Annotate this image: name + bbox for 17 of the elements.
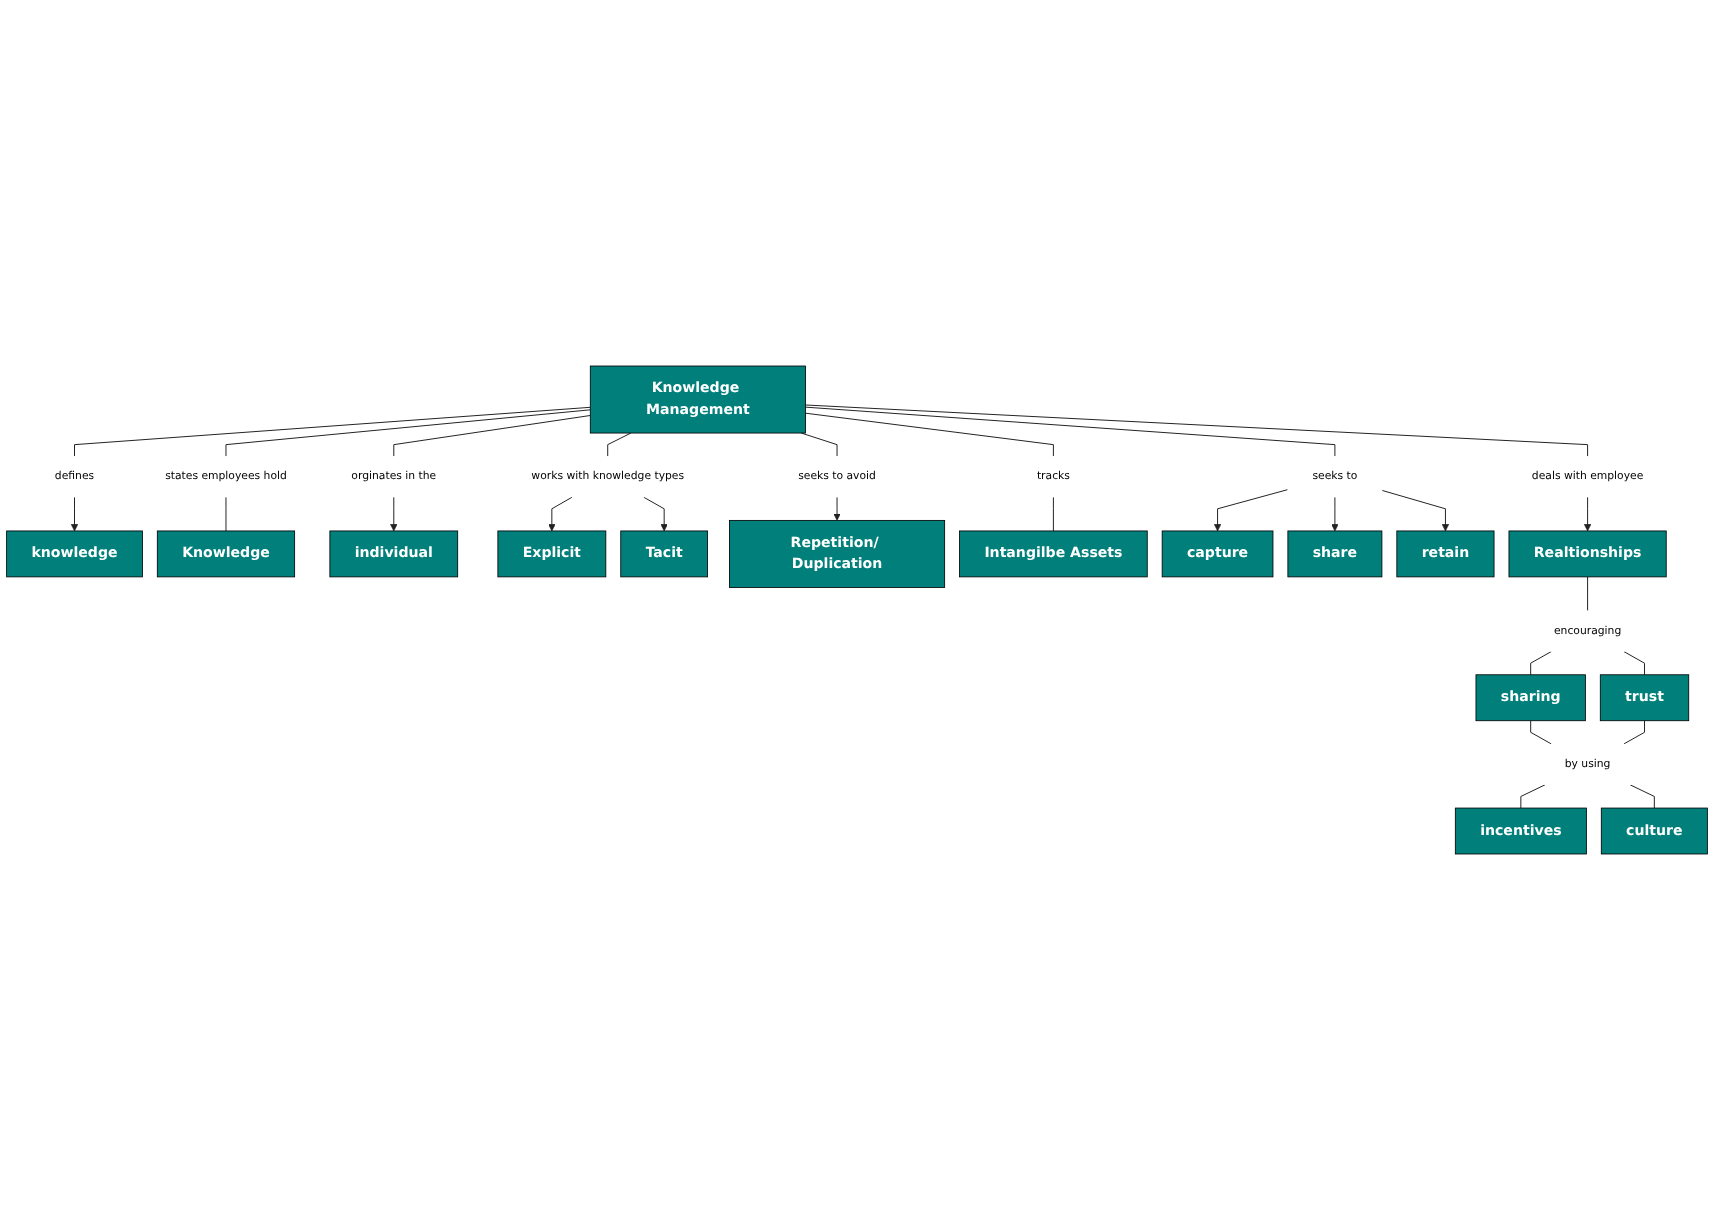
- connector: [1623, 720, 1645, 745]
- connector: [225, 409, 591, 457]
- connector: [1530, 651, 1552, 676]
- connector: [1530, 720, 1552, 745]
- connector: [1587, 576, 1589, 612]
- connector: [1629, 784, 1655, 809]
- connector: [1052, 496, 1054, 532]
- connector: [1520, 784, 1546, 809]
- connector: [800, 432, 838, 457]
- connector: [225, 496, 227, 532]
- connector: [607, 432, 632, 457]
- connector: [805, 404, 1589, 457]
- connector: [1623, 651, 1645, 676]
- connector: [393, 415, 591, 457]
- connector: [74, 406, 591, 457]
- connector: [805, 412, 1054, 457]
- connector: [805, 406, 1336, 457]
